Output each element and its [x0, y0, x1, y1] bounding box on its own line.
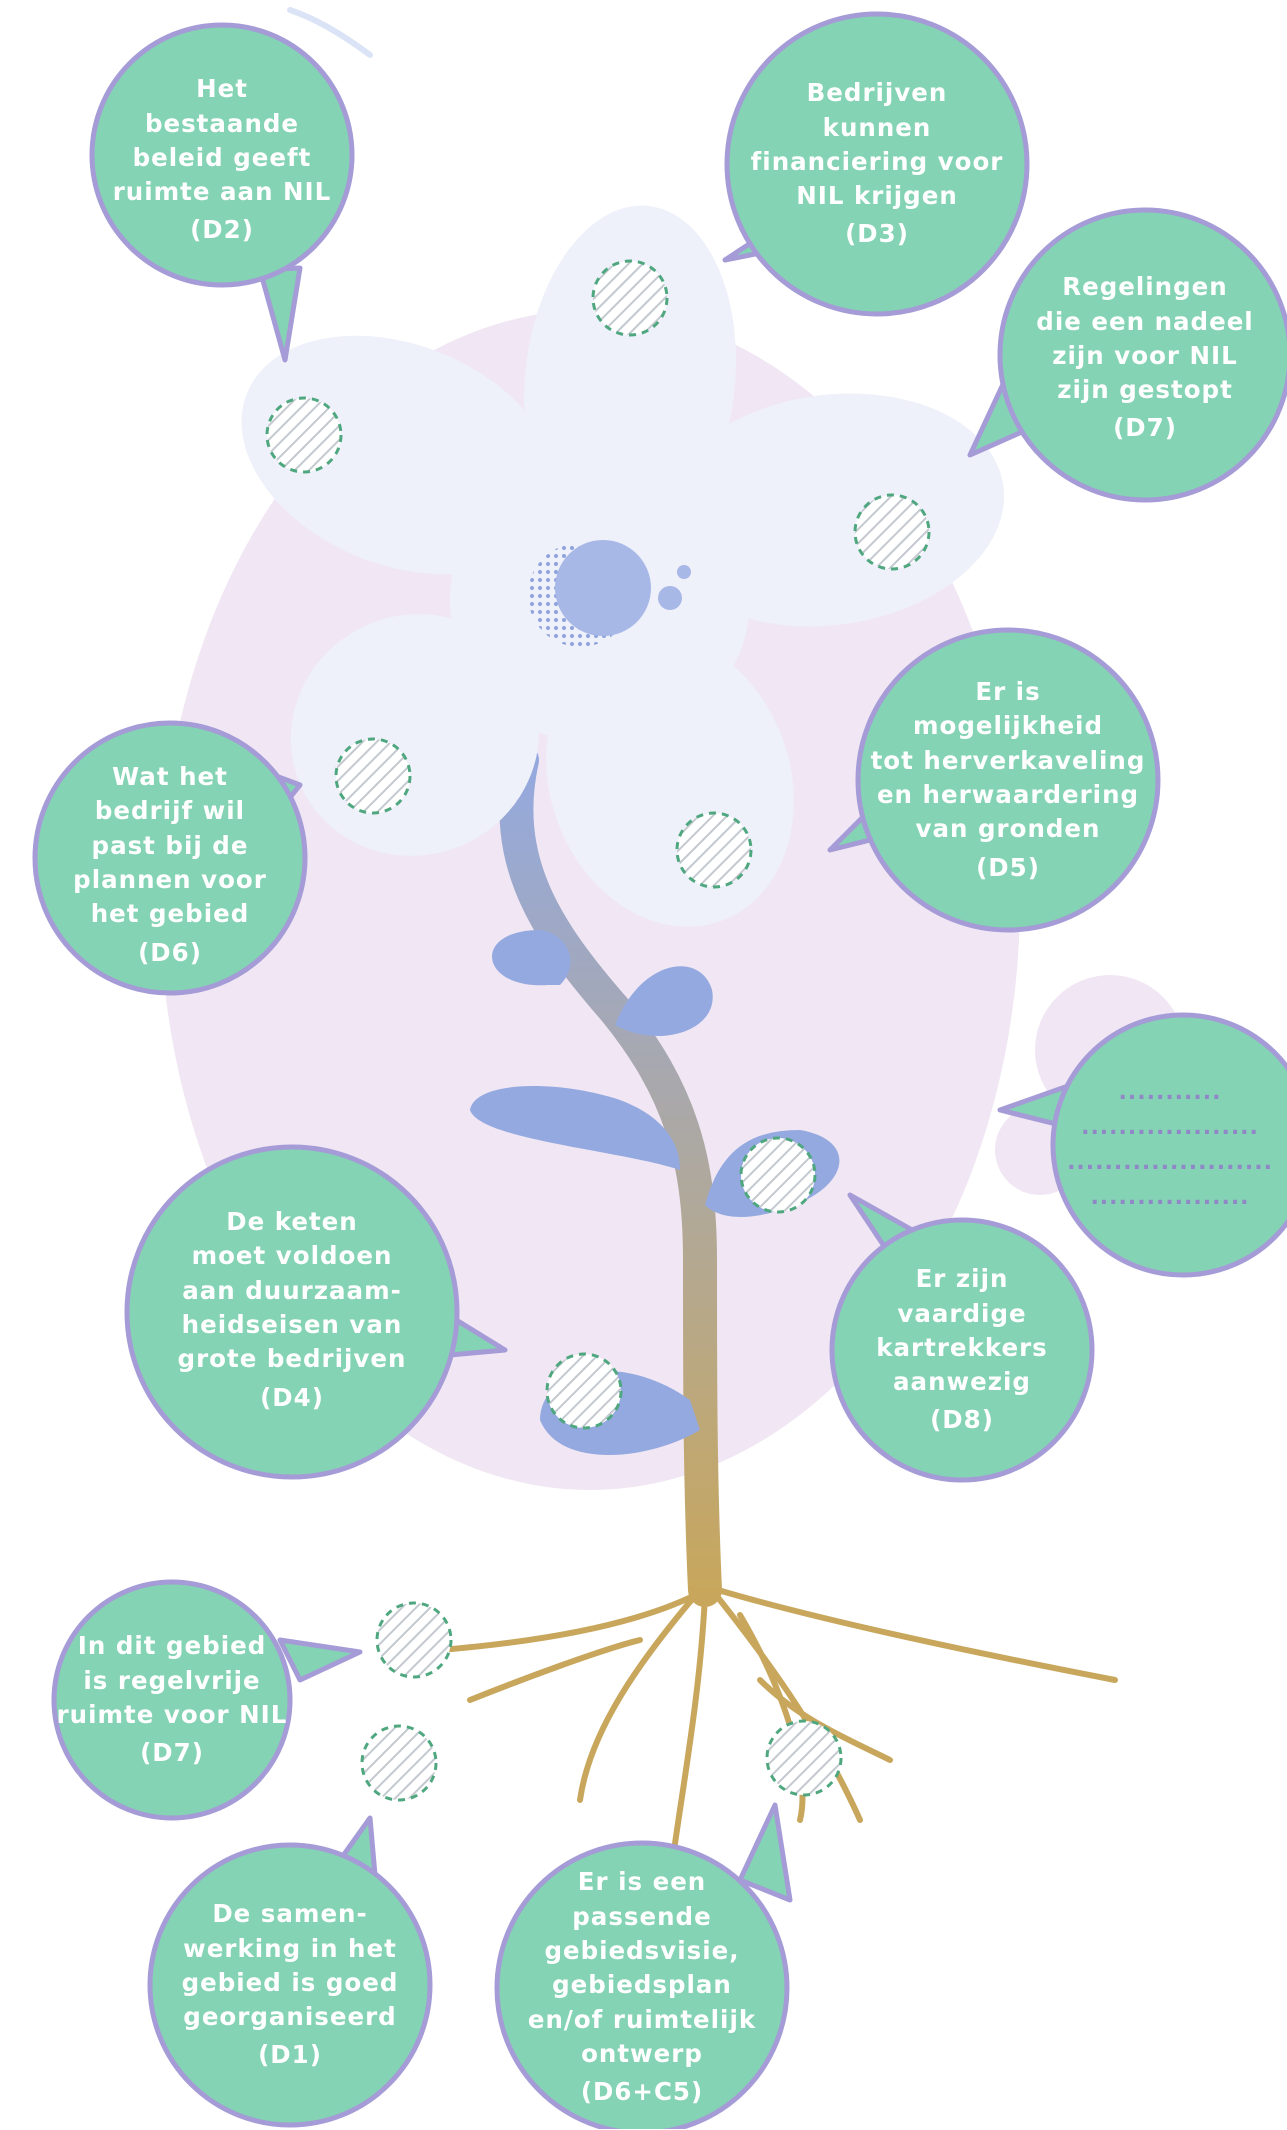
bubble-d5-text: Er is mogelijkheid tot herverkaveling en…	[858, 650, 1158, 910]
marker-petal-bottom-left	[334, 737, 412, 815]
marker-root-left-lower	[360, 1724, 438, 1802]
bubble-d2	[89, 22, 355, 363]
bubble-d7-bottom-text: In dit gebied is regelvrije ruimte voor …	[52, 1610, 292, 1790]
bubble-d6	[32, 720, 308, 996]
bubble-d4-text: De keten moet voldoen aan duurzaam- heid…	[142, 1185, 442, 1435]
marker-leaf-bottom	[545, 1352, 623, 1430]
leaf-mid-left	[470, 1086, 680, 1170]
bubble-d6-c5-code: (D6+C5)	[580, 2077, 704, 2107]
marker-leaf-right	[739, 1136, 817, 1214]
bubble-d7-top	[967, 207, 1287, 503]
marker-root-left-upper	[375, 1601, 453, 1679]
hatched-circle-markers	[265, 259, 931, 1802]
leaf-top-right	[615, 966, 713, 1037]
bubble-d8-code: (D8)	[930, 1405, 994, 1435]
marker-root-right	[765, 1719, 843, 1797]
bubble-d6-code: (D6)	[138, 937, 202, 967]
bubble-d3-text: Bedrijven kunnen financiering voor NIL k…	[727, 54, 1027, 274]
bubble-d3	[722, 11, 1030, 317]
leaf-small-left	[492, 930, 571, 986]
bubble-d6-text: Wat het bedrijf wil past bij de plannen …	[40, 740, 300, 990]
marker-petal-right	[853, 493, 931, 571]
flower-head	[241, 205, 1005, 927]
bubble-d7-top-code: (D7)	[1113, 413, 1177, 443]
bubble-d6-c5-text: Er is een passende gebiedsvisie, gebieds…	[497, 1845, 787, 2130]
bubble-d5-code: (D5)	[976, 852, 1040, 882]
bubble-d1	[147, 1815, 433, 2128]
bubble-open-text: ........... ................... ........…	[1067, 1079, 1273, 1211]
bubble-d1-text: De samen- werking in het gebied is goed …	[150, 1870, 430, 2100]
bubble-d7-top-text: Regelingen die een nadeel zijn voor NIL …	[1000, 248, 1287, 468]
bubble-d3-code: (D3)	[845, 219, 909, 249]
marker-petal-top	[591, 259, 669, 337]
bubble-d5	[827, 627, 1161, 933]
bubble-open	[997, 1012, 1287, 1278]
decorative-arc	[287, 7, 373, 58]
bubble-d8-text: Er zijn vaardige kartrekkers aanwezig (D…	[842, 1240, 1082, 1460]
stem	[499, 743, 722, 1607]
bubble-d4	[124, 1144, 508, 1480]
bubble-d7-bottom-code: (D7)	[140, 1738, 204, 1768]
flower-center	[555, 540, 651, 636]
bubble-d1-code: (D1)	[258, 2040, 322, 2070]
bubble-d6-c5	[494, 1802, 793, 2129]
bubble-d7-bottom	[51, 1579, 363, 1821]
bubble-d4-code: (D4)	[260, 1382, 324, 1412]
marker-petal-left	[265, 396, 343, 474]
marker-petal-bottom-right	[675, 811, 753, 889]
bubble-d8	[829, 1192, 1095, 1483]
bubble-d2-code: (D2)	[190, 215, 254, 245]
bubble-d2-text: Het bestaande beleid geeft ruimte aan NI…	[92, 40, 352, 280]
